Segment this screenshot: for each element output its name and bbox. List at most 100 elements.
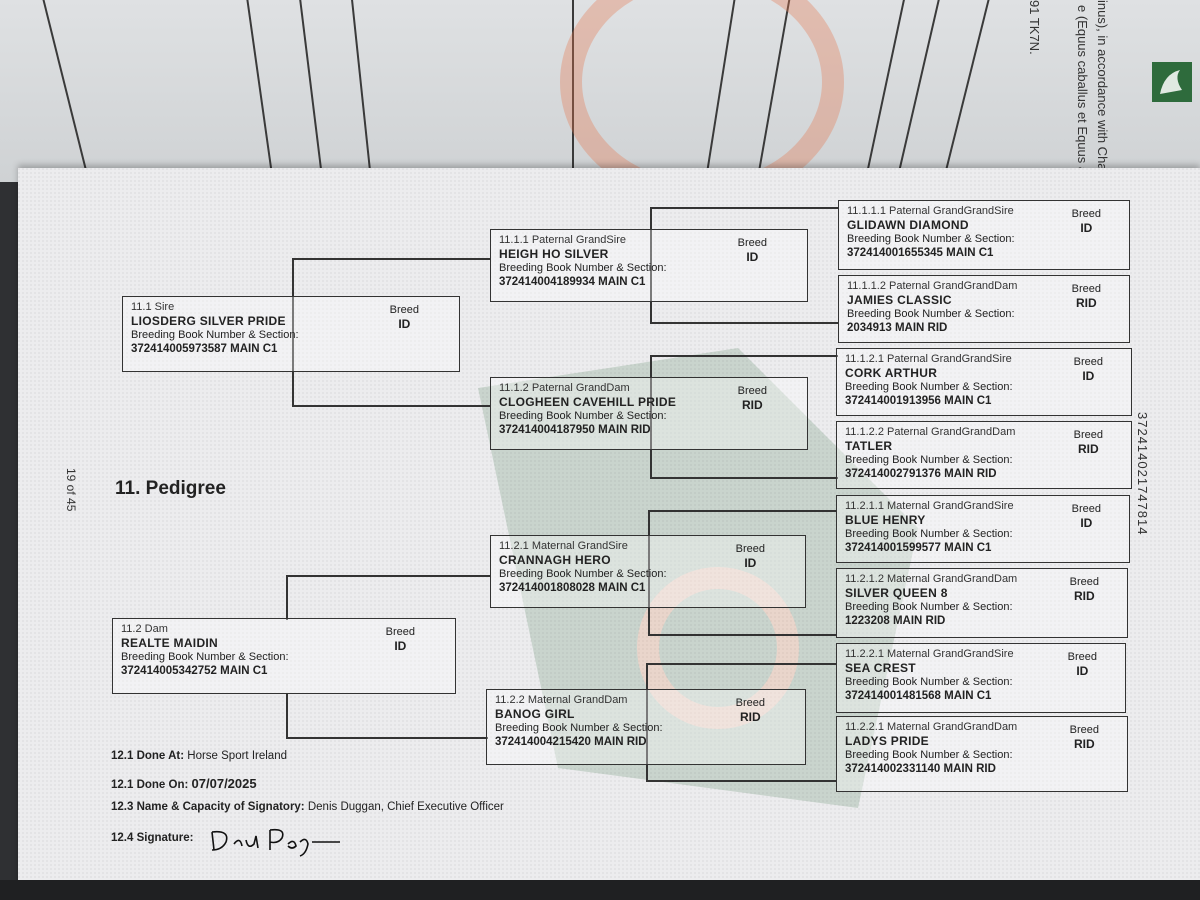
connector-line: [292, 405, 490, 407]
connector-line: [650, 477, 838, 479]
entry-role: 11.1.1.1 Paternal GrandGrandSire: [847, 205, 1014, 217]
connector-line: [648, 510, 650, 635]
signature-line: 12.4 Signature:: [111, 832, 193, 844]
horse-sport-ireland-logo: [1152, 62, 1192, 102]
entry-number: 372414001655345 MAIN C1: [847, 247, 994, 259]
connector-line: [286, 737, 488, 739]
watermark-ring: [560, 0, 844, 182]
entry-role: 11.1.1 Paternal GrandSire: [499, 234, 626, 246]
table-line: [865, 0, 907, 177]
breed-value: ID: [1076, 664, 1089, 678]
table-line: [944, 0, 992, 175]
entry-role: 11.1 Sire: [131, 301, 175, 313]
pedigree-entry-ggp-1: 11.1.1.1 Paternal GrandGrandSire GLIDAWN…: [838, 200, 1130, 270]
entry-number: 372414004187950 MAIN RID: [499, 424, 651, 436]
facing-page-text: e (Equus caballus et Equus asinus: [1075, 5, 1090, 182]
breed-value: RID: [739, 710, 761, 724]
entry-number: 372414001599577 MAIN C1: [845, 542, 992, 554]
entry-bb-label: Breeding Book Number & Section:: [845, 381, 1013, 393]
page-number: 19 of 45: [64, 468, 78, 512]
entry-role: 11.1.2.1 Paternal GrandGrandSire: [845, 353, 1012, 365]
entry-bb-label: Breeding Book Number & Section:: [845, 528, 1013, 540]
breed-label: Breed: [1071, 283, 1101, 295]
entry-number: 372414002331140 MAIN RID: [845, 763, 996, 775]
entry-bb-label: Breeding Book Number & Section:: [131, 329, 299, 341]
entry-name: CRANNAGH HERO: [499, 553, 611, 567]
breed-label: Breed: [1067, 651, 1097, 663]
connector-line: [650, 355, 652, 478]
connector-line: [292, 258, 294, 406]
connector-line: [286, 575, 288, 620]
breed-value: ID: [398, 317, 411, 331]
table-line: [298, 0, 324, 179]
connector-line: [646, 663, 836, 665]
connector-line: [292, 258, 490, 260]
done-at-value: Horse Sport Ireland: [187, 750, 287, 762]
pedigree-entry-ggp-4: 11.1.2.2 Paternal GrandGrandDam TATLER B…: [836, 421, 1132, 489]
pedigree-entry-dam: 11.2 Dam REALTE MAIDIN Breeding Book Num…: [112, 618, 456, 694]
entry-role: 11.1.2.2 Paternal GrandGrandDam: [845, 426, 1016, 438]
breed-value: RID: [1075, 296, 1097, 310]
entry-role: 11.2.2.1 Maternal GrandGrandDam: [845, 721, 1018, 733]
entry-name: JAMIES CLASSIC: [847, 293, 952, 307]
signatory-value: Denis Duggan, Chief Executive Officer: [307, 801, 504, 813]
breed-value: ID: [1082, 369, 1095, 383]
table-line: [897, 0, 942, 176]
signatory-line: 12.3 Name & Capacity of Signatory: Denis…: [111, 801, 504, 813]
entry-number: 372414004189934 MAIN C1: [499, 276, 646, 288]
entry-role: 11.2.2.1 Maternal GrandGrandSire: [845, 648, 1014, 660]
entry-name: HEIGH HO SILVER: [499, 247, 609, 261]
breed-label: Breed: [735, 697, 765, 709]
breed-label: Breed: [1073, 429, 1103, 441]
breed-value: ID: [1080, 516, 1093, 530]
entry-bb-label: Breeding Book Number & Section:: [847, 233, 1015, 245]
entry-role: 11.2.1.1 Maternal GrandGrandSire: [845, 500, 1014, 512]
breed-label: Breed: [737, 385, 767, 397]
breed-label: Breed: [737, 237, 767, 249]
connector-line: [286, 575, 490, 577]
breed-label: Breed: [1071, 208, 1101, 220]
breed-label: Breed: [1071, 503, 1101, 515]
entry-bb-label: Breeding Book Number & Section:: [121, 651, 289, 663]
pedigree-entry-ggp-5: 11.2.1.1 Maternal GrandGrandSire BLUE HE…: [836, 495, 1130, 563]
connector-line: [646, 663, 648, 781]
section-title: 11. Pedigree: [115, 478, 226, 499]
connector-line: [648, 510, 836, 512]
breed-value: ID: [394, 639, 407, 653]
entry-bb-label: Breeding Book Number & Section:: [499, 568, 667, 580]
entry-role: 11.1.1.2 Paternal GrandGrandDam: [847, 280, 1018, 292]
entry-name: SEA CREST: [845, 661, 916, 675]
watermark-logo: [478, 348, 918, 808]
pedigree-entry-ggp-3: 11.1.2.1 Paternal GrandGrandSire CORK AR…: [836, 348, 1132, 416]
pedigree-entry-paternal-granddam: 11.1.2 Paternal GrandDam CLOGHEEN CAVEHI…: [490, 377, 808, 450]
facing-page-text: inus), in accordance with Chapter: [1095, 0, 1110, 182]
entry-bb-label: Breeding Book Number & Section:: [845, 454, 1013, 466]
entry-name: REALTE MAIDIN: [121, 636, 219, 650]
signature-label: 12.4 Signature:: [111, 832, 194, 844]
entry-name: GLIDAWN DIAMOND: [847, 218, 969, 232]
connector-line: [650, 207, 652, 323]
done-at-line: 12.1 Done At: Horse Sport Ireland: [111, 750, 287, 762]
entry-bb-label: Breeding Book Number & Section:: [499, 262, 667, 274]
entry-role: 11.1.2 Paternal GrandDam: [499, 382, 630, 394]
pedigree-entry-ggp-8: 11.2.2.1 Maternal GrandGrandDam LADYS PR…: [836, 716, 1128, 792]
breed-value: RID: [1073, 589, 1095, 603]
entry-bb-label: Breeding Book Number & Section:: [845, 676, 1013, 688]
done-at-label: 12.1 Done At:: [111, 750, 185, 762]
breed-value: RID: [1073, 737, 1095, 751]
entry-bb-label: Breeding Book Number & Section:: [499, 410, 667, 422]
connector-line: [646, 780, 836, 782]
entry-name: LIOSDERG SILVER PRIDE: [131, 314, 286, 328]
entry-role: 11.2 Dam: [121, 623, 168, 635]
